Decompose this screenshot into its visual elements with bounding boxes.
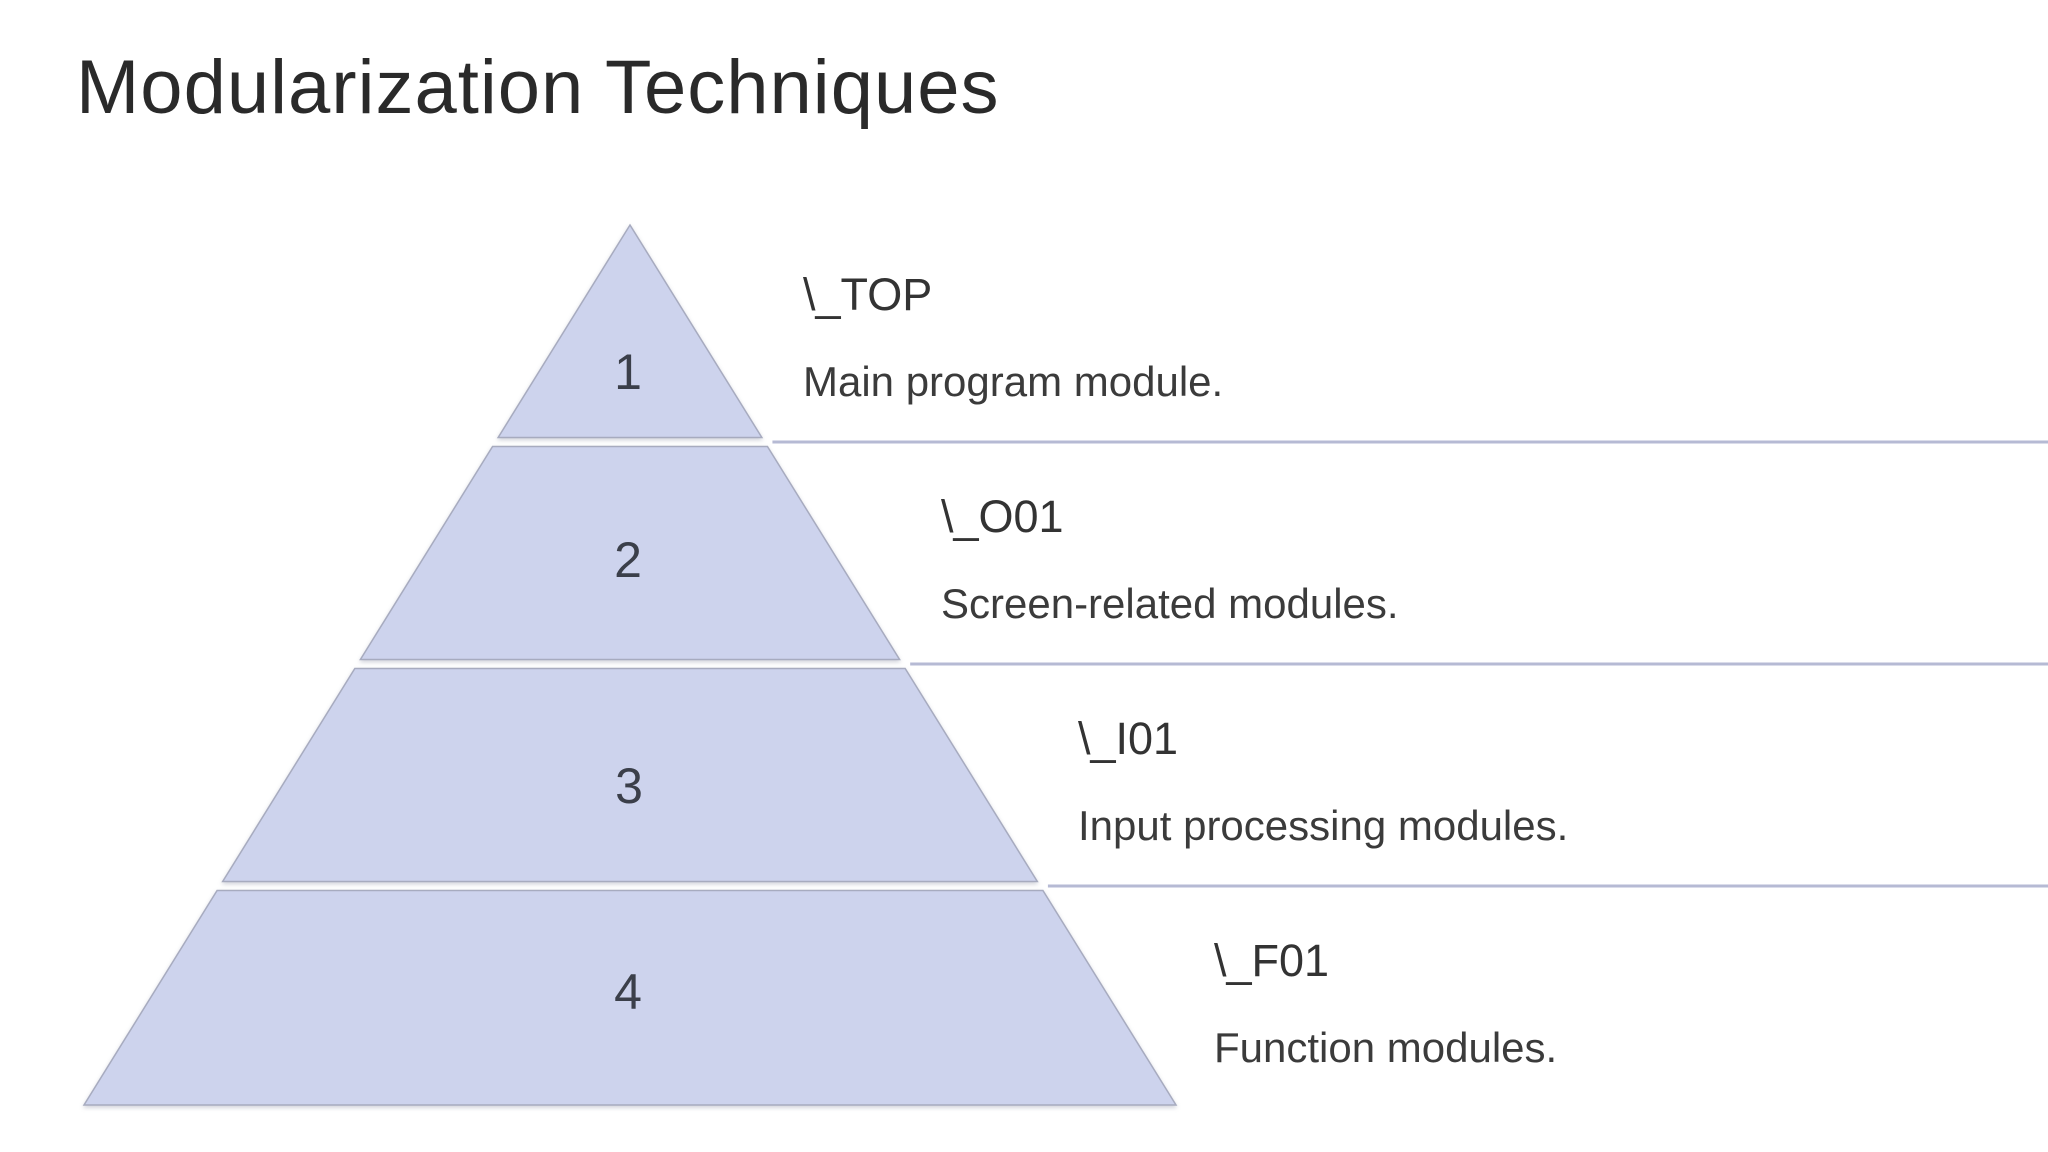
slide-title: Modularization Techniques bbox=[76, 45, 1000, 130]
level-heading: \_O01 bbox=[941, 490, 1064, 542]
level-description: Main program module. bbox=[803, 358, 1224, 405]
pyramid-segment-4 bbox=[82, 889, 1178, 1106]
segment-number: 4 bbox=[614, 964, 642, 1020]
segment-number: 3 bbox=[615, 758, 643, 814]
level-heading: \_F01 bbox=[1214, 934, 1330, 986]
segment-number: 2 bbox=[614, 532, 642, 588]
pyramid-segment-2 bbox=[359, 445, 901, 661]
level-heading: \_I01 bbox=[1078, 712, 1179, 764]
pyramid-segment-3 bbox=[221, 667, 1039, 883]
level-description: Input processing modules. bbox=[1078, 801, 1569, 849]
segment-number: 1 bbox=[614, 344, 642, 400]
level-description: Function modules. bbox=[1214, 1023, 1558, 1071]
level-description: Screen-related modules. bbox=[941, 579, 1399, 627]
pyramid-segment-1 bbox=[496, 223, 764, 439]
level-heading: \_TOP bbox=[803, 269, 933, 320]
